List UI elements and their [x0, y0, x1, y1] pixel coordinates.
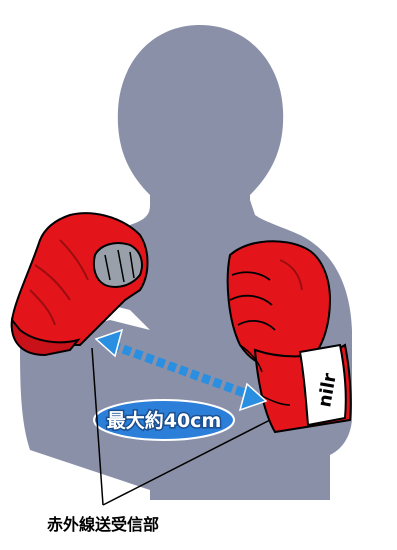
distance-label-bubble: 最大約40cm — [93, 399, 235, 441]
right-glove: nilr — [226, 240, 352, 434]
distance-label: 最大約40cm — [107, 409, 222, 432]
silhouette-head — [117, 25, 284, 215]
leader-lines — [91, 347, 271, 506]
arrowhead-left-icon — [94, 328, 124, 358]
left-glove-fingers — [92, 242, 143, 288]
ir-sensor-caption: 赤外線送受信部 — [47, 515, 159, 534]
distance-arrow — [94, 328, 268, 412]
right-glove-strap — [298, 343, 347, 427]
left-glove — [10, 212, 149, 357]
silhouette-left-arm — [20, 320, 150, 490]
arrowhead-right-icon — [238, 382, 268, 412]
